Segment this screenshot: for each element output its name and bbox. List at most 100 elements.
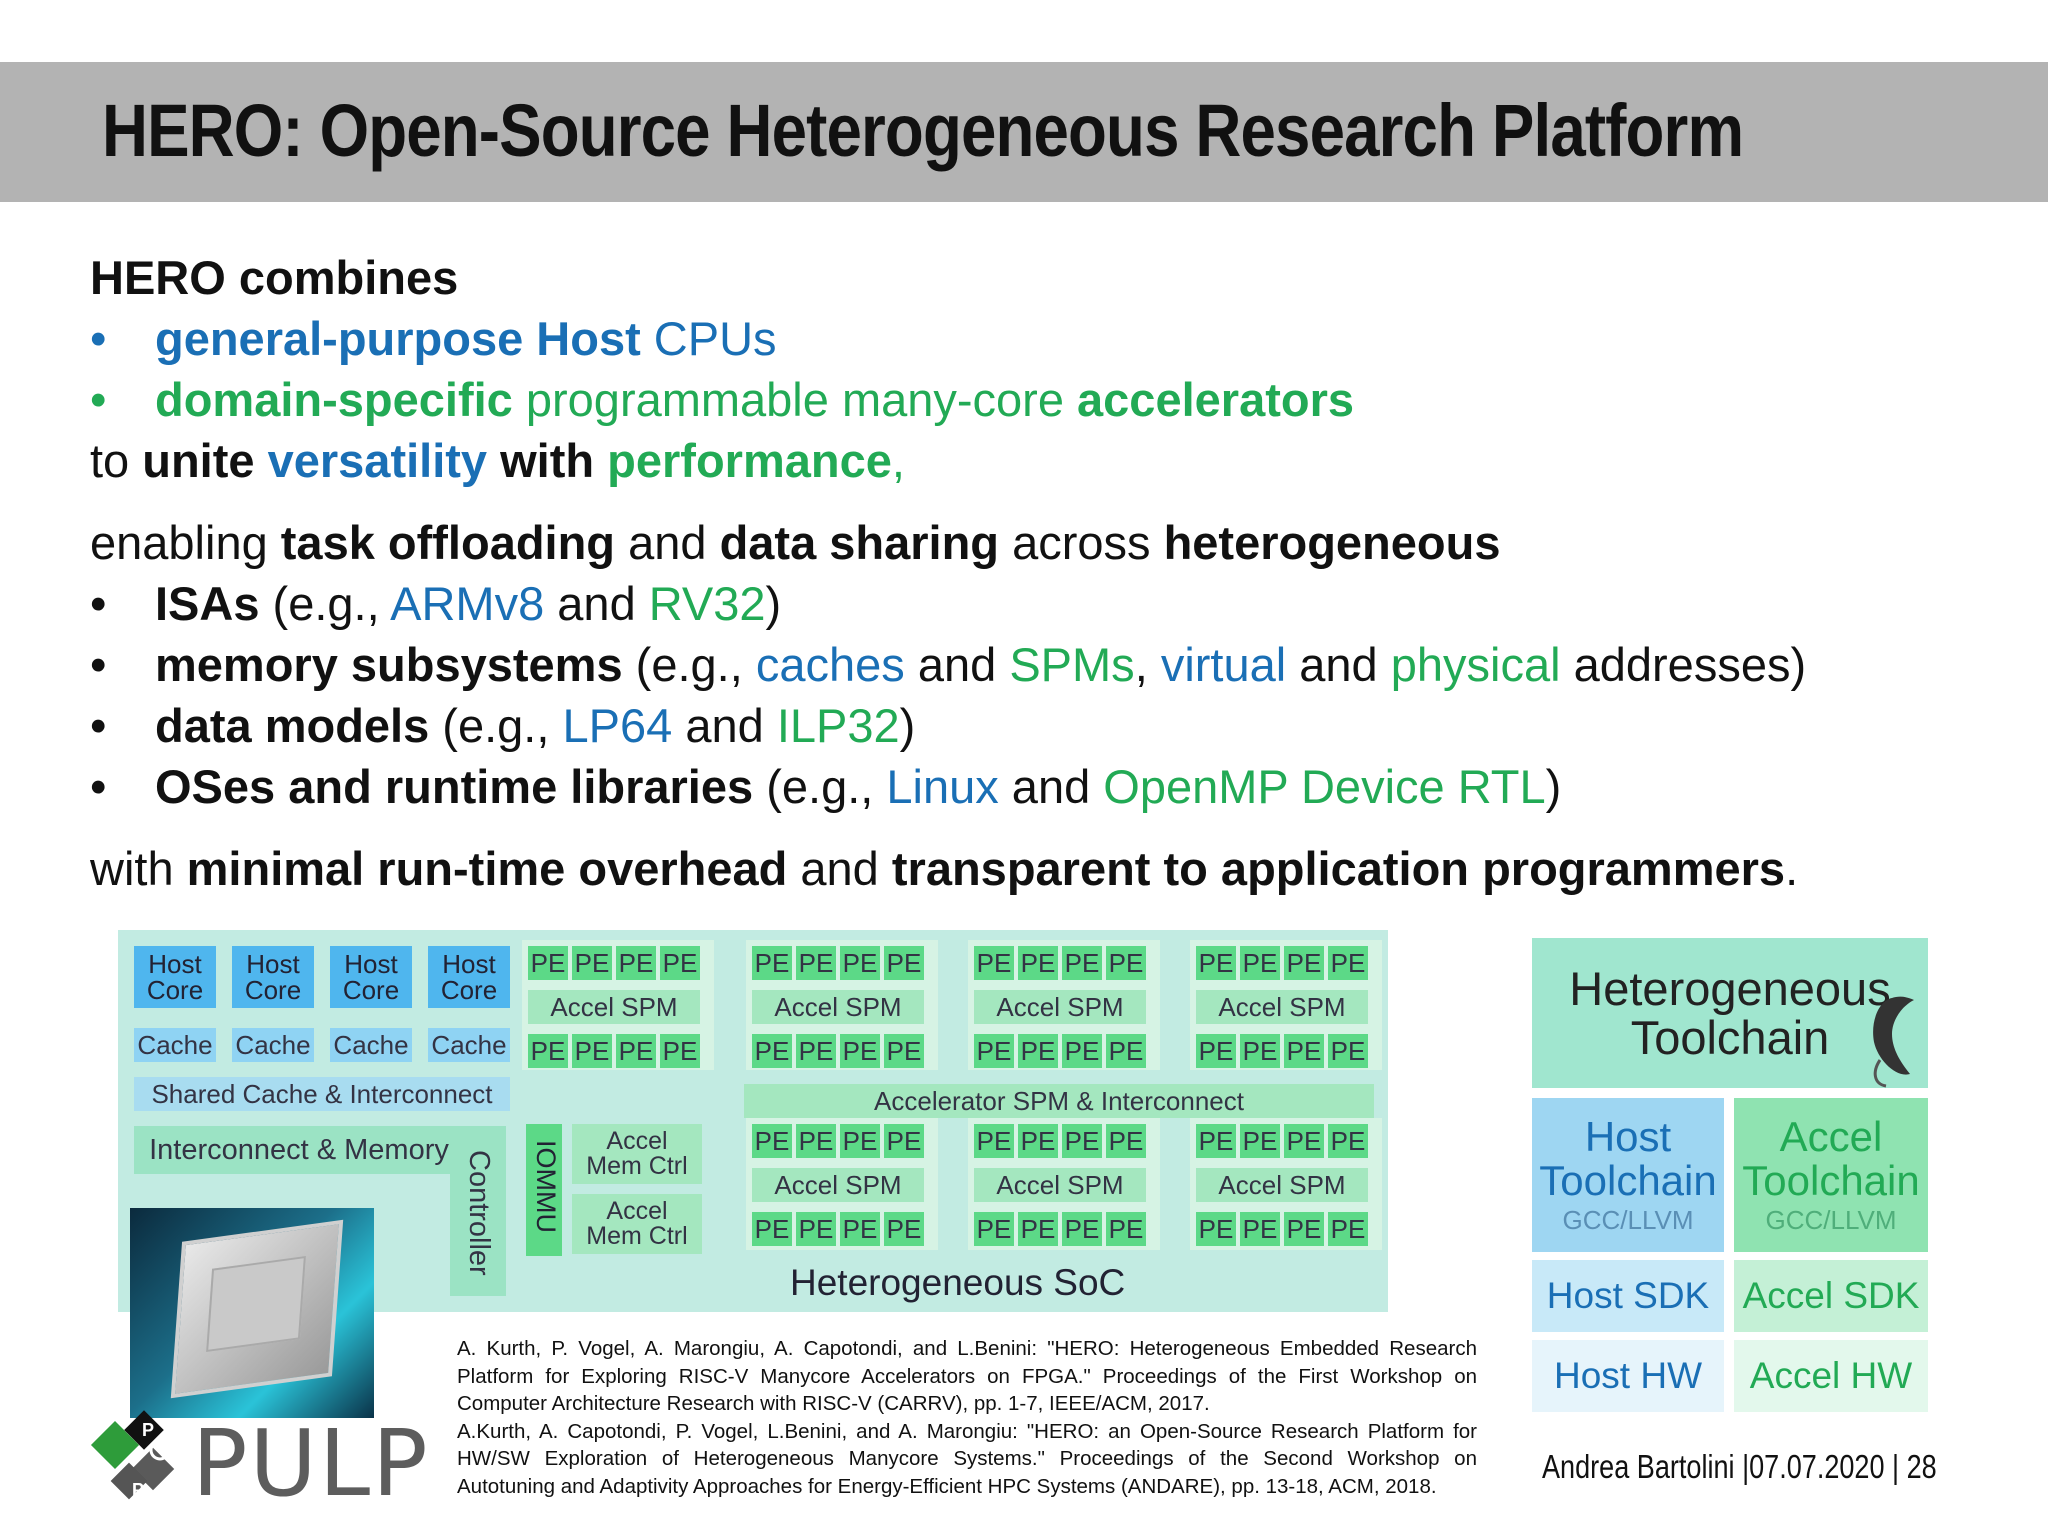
pe-cell: PE — [1106, 946, 1146, 980]
host-core-3: Host Core — [330, 946, 412, 1008]
pe-cell: PE — [1018, 1212, 1058, 1246]
pe-cell: PE — [1328, 1124, 1368, 1158]
host-hw: Host HW — [1532, 1340, 1724, 1412]
accel-spm: Accel SPM — [752, 1168, 924, 1202]
intro-heading: HERO combines — [90, 251, 459, 304]
pe-cell: PE — [1196, 1212, 1236, 1246]
pe-cell: PE — [1284, 1034, 1324, 1068]
pe-cell: PE — [1328, 1034, 1368, 1068]
pe-cell: PE — [974, 1212, 1014, 1246]
pe-cell: PE — [884, 1212, 924, 1246]
gnu-mascot-icon — [1862, 990, 1924, 1090]
unite-line: to unite versatility with performance, — [90, 434, 905, 487]
iommu-block — [526, 1124, 562, 1256]
heterogeneous-soc-label: Heterogeneous SoC — [790, 1262, 1126, 1303]
pe-cell: PE — [752, 946, 792, 980]
accel-sdk: Accel SDK — [1734, 1260, 1928, 1332]
accel-spm: Accel SPM — [752, 990, 924, 1024]
accel-spm: Accel SPM — [1196, 990, 1368, 1024]
pe-cell: PE — [752, 1034, 792, 1068]
title-bar — [0, 62, 2048, 202]
toolchain-heading-line2: Toolchain — [1630, 1011, 1830, 1064]
pe-cell: PE — [1284, 1124, 1324, 1158]
controller-block — [450, 1126, 506, 1296]
interconnect-memory: Interconnect & Memory — [134, 1126, 464, 1174]
pe-cell: PE — [796, 1212, 836, 1246]
cache-4: Cache — [428, 1028, 510, 1062]
reference-1: A. Kurth, P. Vogel, A. Marongiu, A. Capo… — [457, 1337, 1477, 1415]
host-toolchain-line2: Toolchain — [1539, 1157, 1717, 1205]
pe-cell: PE — [1328, 1212, 1368, 1246]
pe-cell: PE — [1062, 1212, 1102, 1246]
pe-cell: PE — [1240, 1124, 1280, 1158]
pe-cell: PE — [572, 1034, 612, 1068]
pe-cell: PE — [1106, 1124, 1146, 1158]
pe-cell: PE — [1240, 1034, 1280, 1068]
footer-date: 07.07.2020 — [1749, 1448, 1885, 1485]
bullet-accel: •domain-specific programmable many-core … — [90, 373, 1355, 426]
heterogeneous-toolchain: Heterogeneous Toolchain — [1532, 938, 1928, 1088]
references: A. Kurth, P. Vogel, A. Marongiu, A. Capo… — [457, 1335, 1477, 1500]
host-toolchain-line1: Host — [1584, 1113, 1672, 1161]
pe-cell: PE — [1062, 1034, 1102, 1068]
pe-cell: PE — [884, 1124, 924, 1158]
bullet-data-models: •data models (e.g., LP64 and ILP32) — [90, 699, 916, 752]
cache-3: Cache — [330, 1028, 412, 1062]
pe-cell: PE — [840, 1124, 880, 1158]
toolchain-heading-line1: Heterogeneous — [1569, 961, 1891, 1015]
accel-spm: Accel SPM — [974, 990, 1146, 1024]
pe-cell: PE — [1018, 1034, 1058, 1068]
pe-cell: PE — [1062, 1124, 1102, 1158]
controller-label: Controller — [463, 1150, 495, 1276]
closing-line: with minimal run-time overhead and trans… — [90, 842, 1799, 895]
footer: Andrea Bartolini |07.07.2020 | 28 — [1542, 1448, 1937, 1485]
pe-cell: PE — [1284, 946, 1324, 980]
accel-toolchain: Accel Toolchain GCC/LLVM — [1734, 1098, 1928, 1252]
pe-cell: PE — [572, 946, 612, 980]
accel-gcc-llvm: GCC/LLVM — [1765, 1205, 1897, 1236]
host-toolchain: Host Toolchain GCC/LLVM — [1532, 1098, 1724, 1252]
shared-cache-interconnect: Shared Cache & Interconnect — [134, 1077, 510, 1111]
pe-cell: PE — [974, 946, 1014, 980]
pe-cell: PE — [660, 1034, 700, 1068]
host-core-2: Host Core — [232, 946, 314, 1008]
pe-cell: PE — [884, 1034, 924, 1068]
cache-2: Cache — [232, 1028, 314, 1062]
pe-cell: PE — [796, 1124, 836, 1158]
chip-die-graphic — [206, 1256, 306, 1352]
iommu-label: IOMMU — [531, 1140, 561, 1233]
pe-cell: PE — [1284, 1212, 1324, 1246]
pulp-logo-text: PULP — [192, 1410, 430, 1517]
cache-1: Cache — [134, 1028, 216, 1062]
pe-cell: PE — [752, 1124, 792, 1158]
pe-cell: PE — [974, 1124, 1014, 1158]
pe-cell: PE — [1106, 1034, 1146, 1068]
pe-cell: PE — [1196, 1034, 1236, 1068]
footer-author: Andrea Bartolini — [1542, 1448, 1735, 1485]
accel-toolchain-line1: Accel — [1779, 1113, 1883, 1161]
pe-cell: PE — [974, 1034, 1014, 1068]
pe-cell: PE — [884, 946, 924, 980]
pe-cell: PE — [616, 946, 656, 980]
pulp-logo-icon — [78, 1408, 208, 1508]
pe-cell: PE — [616, 1034, 656, 1068]
bullet-memory: •memory subsystems (e.g., caches and SPM… — [90, 638, 1807, 691]
accel-mem-ctrl-1: Accel Mem Ctrl — [572, 1124, 702, 1184]
pe-cell: PE — [1196, 946, 1236, 980]
logo-p-letter-1: P — [142, 1420, 155, 1440]
pe-cell: PE — [1240, 1212, 1280, 1246]
pe-cell: PE — [840, 1212, 880, 1246]
slide-title: HERO: Open-Source Heterogeneous Research… — [102, 89, 1744, 172]
footer-page-number: 28 — [1906, 1448, 1937, 1485]
bullet-isas: •ISAs (e.g., ARMv8 and RV32) — [90, 577, 782, 630]
reference-2: A.Kurth, A. Capotondi, P. Vogel, L.Benin… — [457, 1419, 1477, 1498]
pe-cell: PE — [1196, 1124, 1236, 1158]
pe-cell: PE — [796, 946, 836, 980]
host-sdk: Host SDK — [1532, 1260, 1724, 1332]
accel-spm: Accel SPM — [1196, 1168, 1368, 1202]
pe-cell: PE — [752, 1212, 792, 1246]
pe-cell: PE — [660, 946, 700, 980]
accel-toolchain-line2: Toolchain — [1742, 1157, 1920, 1205]
pe-cell: PE — [1328, 946, 1368, 980]
host-gcc-llvm: GCC/LLVM — [1562, 1205, 1694, 1236]
